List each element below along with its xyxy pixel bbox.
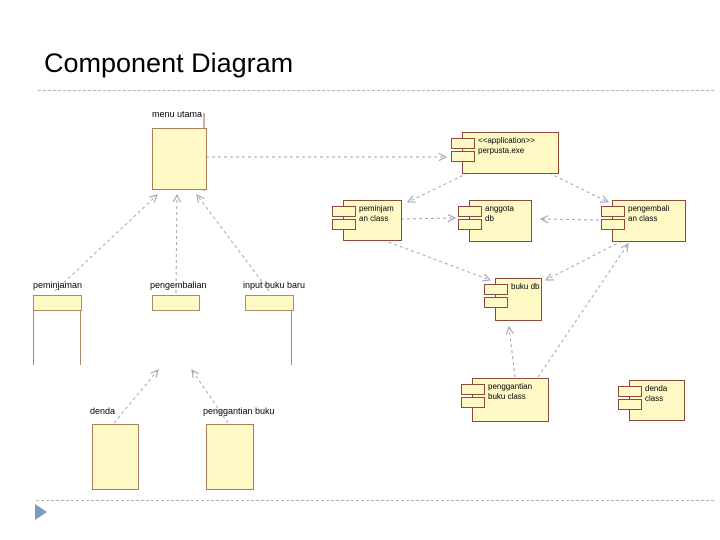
component-tab-icon [484, 284, 508, 295]
component-tab-icon [458, 206, 482, 217]
connector-penggantian-class-to-pengembalian-class [537, 244, 628, 378]
pengembalian-class-line1: pengembali [628, 204, 670, 213]
component-tab-icon [461, 397, 485, 408]
menu-utama-label: menu utama [152, 109, 203, 119]
connector-peminjaman-class-to-buku-db [382, 239, 490, 280]
component-tab-icon [332, 219, 356, 230]
denda-box [92, 424, 139, 490]
title-separator-line [38, 90, 714, 91]
perpus-stereotype: <<application>> [478, 136, 535, 145]
component-tab-icon [618, 386, 642, 397]
connector-denda-box-to-pengembalian-window [113, 370, 158, 424]
window-peminjaman-body [33, 310, 81, 365]
connector-perpus-to-peminjaman-class [408, 172, 469, 202]
connector-peminjaman-class-to-anggota-db [400, 218, 455, 219]
component-tab-icon [484, 297, 508, 308]
window-input-buku-baru-titlebar [245, 295, 294, 311]
denda-class-line1: denda [645, 384, 668, 393]
component-denda-class: denda class [618, 380, 685, 421]
window-peminjaman-titlebar [33, 295, 82, 311]
component-perpusta-exe: <<application>> perpusta.exe [451, 132, 559, 174]
window-input-buku-baru-label: input buku baru [243, 280, 306, 290]
component-pengembalian-class: pengembali an class [601, 200, 686, 242]
buku-db-line1: buku db [511, 282, 540, 291]
window-pengembalian-label: pengembalian [150, 280, 207, 290]
component-peminjaman-class: peminjam an class [332, 200, 402, 241]
connector-peminjaman-window-to-menu [54, 195, 157, 292]
connector-perpus-to-pengembalian-class [548, 172, 608, 202]
pengembalian-class-line2: an class [628, 214, 658, 223]
connector-pengembalian-class-to-buku-db [546, 240, 623, 280]
connector-pengembalian-window-to-menu [176, 195, 177, 294]
window-pengembalian-titlebar [152, 295, 200, 311]
window-peminjaman-label: peminjaman [33, 280, 83, 290]
component-tab-icon [332, 206, 356, 217]
footer-triangle-icon [35, 504, 47, 520]
page-title: Component Diagram [44, 48, 294, 78]
penggantian-buku-box-label: penggantian buku [203, 406, 275, 416]
component-tab-icon [458, 219, 482, 230]
component-tab-icon [601, 206, 625, 217]
peminjaman-class-line1: peminjam [359, 204, 394, 213]
anggota-db-line2: db [485, 214, 494, 223]
footer-separator-line [36, 500, 714, 501]
window-input-buku-baru-body [245, 310, 292, 365]
perpus-name: perpusta.exe [478, 146, 525, 155]
component-anggota-db: anggota db [458, 200, 532, 242]
component-tab-icon [601, 219, 625, 230]
connector-pengembalian-class-to-anggota-db [541, 219, 600, 220]
connector-input-buku-window-to-menu [197, 195, 270, 292]
penggantian-class-line2: buku class [488, 392, 526, 401]
peminjaman-class-line2: an class [359, 214, 389, 223]
denda-box-label: denda [90, 406, 116, 416]
menu-utama-box [152, 128, 207, 190]
component-buku-db: buku db [484, 278, 542, 321]
component-penggantian-buku-class: penggantian buku class [461, 378, 549, 422]
penggantian-buku-box [206, 424, 254, 490]
component-tab-icon [618, 399, 642, 410]
penggantian-class-line1: penggantian [488, 382, 533, 391]
denda-class-line2: class [645, 394, 664, 403]
component-tab-icon [451, 151, 475, 162]
anggota-db-line1: anggota [485, 204, 514, 213]
component-tab-icon [461, 384, 485, 395]
connector-penggantian-class-to-buku-db [509, 327, 516, 378]
component-tab-icon [451, 138, 475, 149]
